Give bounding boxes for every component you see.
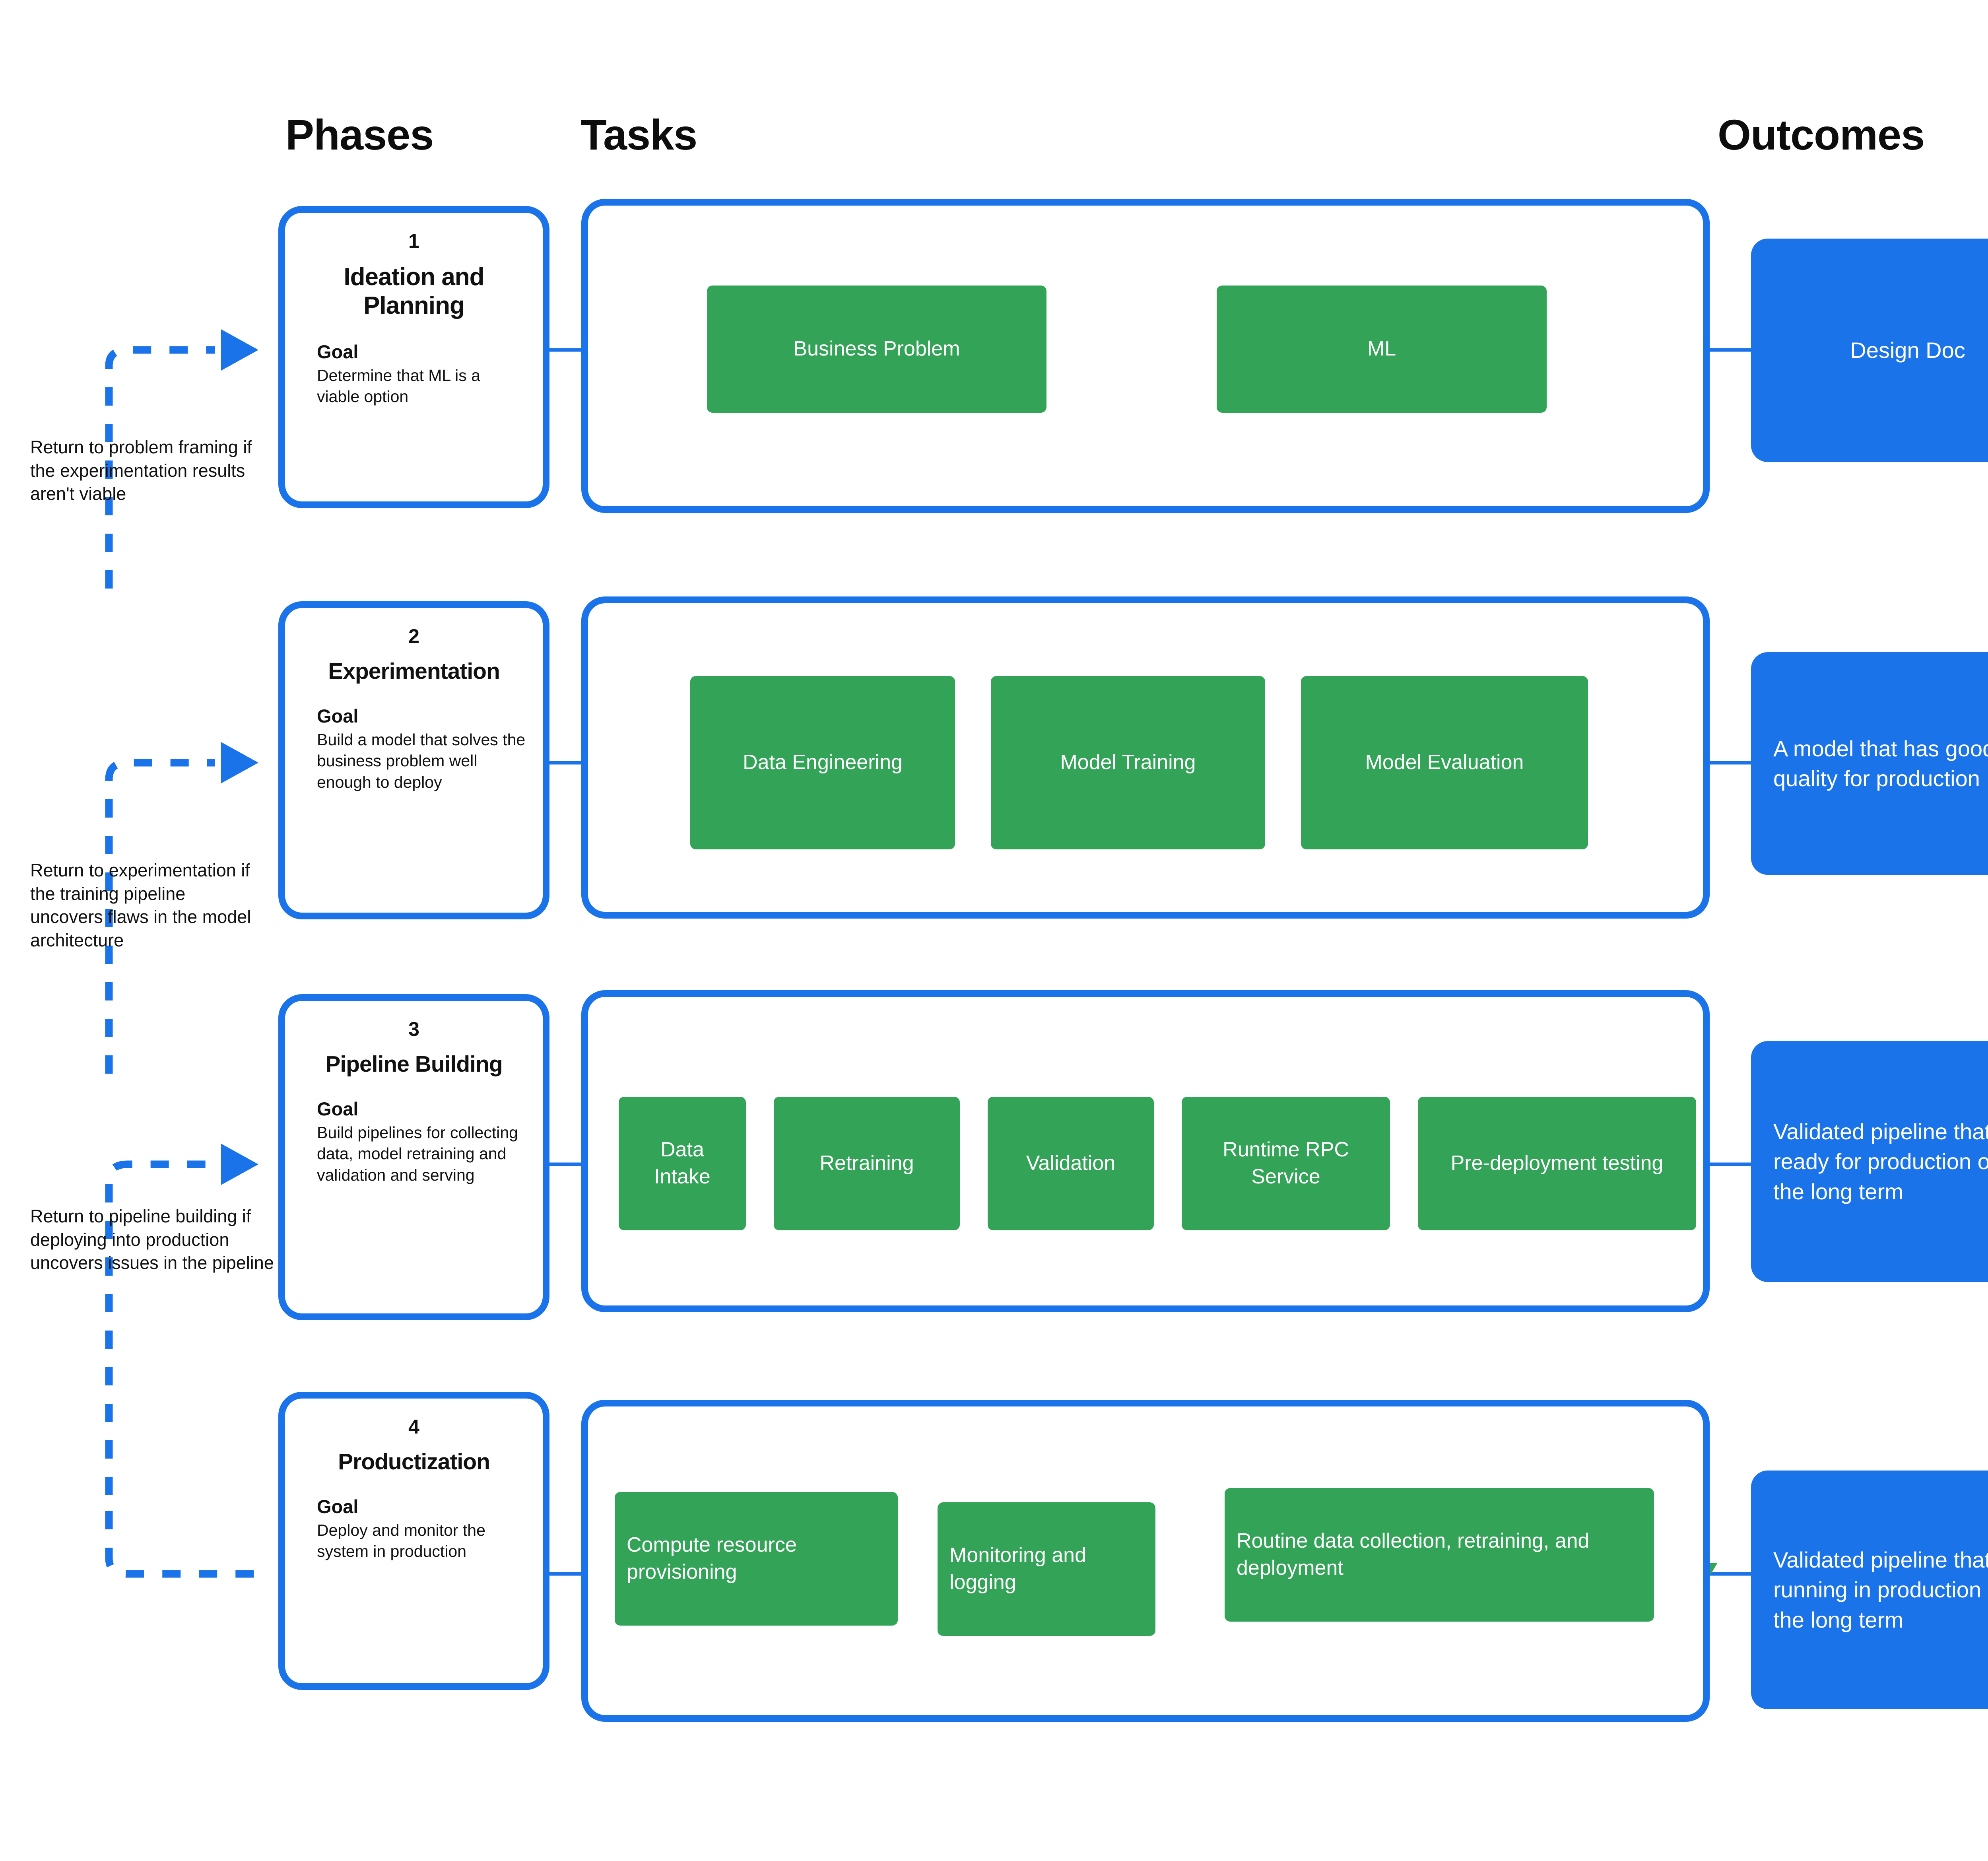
outcome-card-4[interactable]: Validated pipeline that's running in pro…: [1751, 1471, 1988, 1709]
outcome-card-3[interactable]: Validated pipeline that's ready for prod…: [1751, 1041, 1988, 1282]
phase-card-3[interactable]: 3 Pipeline Building Goal Build pipelines…: [278, 994, 549, 1320]
task-chip-model-evaluation[interactable]: Model Evaluation: [1301, 676, 1588, 849]
phase-number-3: 3: [408, 1018, 419, 1040]
phase-card-4[interactable]: 4 Productization Goal Deploy and monitor…: [278, 1392, 549, 1690]
phase-card-1[interactable]: 1 Ideation and Planning Goal Determine t…: [278, 206, 549, 508]
annotation-return-pipeline-building: Return to pipeline building if deploying…: [30, 1206, 274, 1273]
task-chip-compute-resource-provisioning[interactable]: Compute resource provisioning: [615, 1492, 898, 1626]
phase-number-4: 4: [408, 1416, 419, 1438]
task-chip-business-problem[interactable]: Business Problem: [707, 286, 1046, 413]
phase-title-4: Productization: [338, 1449, 490, 1474]
goal-text-3: Build pipelines for collecting data, mod…: [317, 1123, 518, 1184]
phase-card-2[interactable]: 2 Experimentation Goal Build a model tha…: [278, 601, 549, 919]
task-chip-retraining[interactable]: Retraining: [774, 1097, 960, 1230]
task-chip-validation[interactable]: Validation: [988, 1097, 1154, 1230]
phase-title-1-line1: Ideation and: [344, 263, 484, 291]
goal-label-4: Goal: [317, 1496, 359, 1517]
annotation-return-experimentation-pipeline: Return to experimentation if the trainin…: [30, 860, 251, 950]
phase-number-2: 2: [408, 625, 419, 647]
task-chip-model-training[interactable]: Model Training: [991, 676, 1265, 849]
task-chip-pre-deployment-testing[interactable]: Pre-deployment testing: [1418, 1097, 1696, 1230]
task-chip-monitoring-and-logging[interactable]: Monitoring and logging: [938, 1502, 1155, 1636]
column-header-phases: Phases: [285, 111, 434, 159]
task-chip-data-intake[interactable]: Data Intake: [619, 1097, 746, 1230]
return-arrow-1: [221, 329, 258, 371]
phase-title-1-line2: Planning: [363, 291, 465, 319]
column-header-tasks: Tasks: [580, 111, 697, 159]
goal-text-2: Build a model that solves the business p…: [317, 730, 526, 791]
goal-text-1: Determine that ML is a viable option: [317, 366, 480, 406]
annotation-return-problem-framing: Return to problem framing if the experim…: [30, 437, 252, 504]
return-path-4: [105, 1511, 270, 1578]
outcome-card-2[interactable]: A model that has good quality for produc…: [1751, 652, 1988, 875]
outcome-card-1[interactable]: Design Doc: [1751, 239, 1988, 462]
goal-label-1: Goal: [317, 341, 359, 362]
task-chip-routine-data-collection[interactable]: Routine data collection, retraining, and…: [1225, 1488, 1654, 1622]
goal-label-3: Goal: [317, 1098, 359, 1120]
goal-text-4: Deploy and monitor the system in product…: [317, 1521, 485, 1561]
column-header-outcomes: Outcomes: [1718, 111, 1925, 159]
return-arrow-3: [221, 1144, 258, 1185]
task-chip-runtime-rpc-service[interactable]: Runtime RPC Service: [1182, 1097, 1390, 1230]
goal-label-2: Goal: [317, 705, 359, 727]
phase-title-1: Ideation and Planning: [303, 263, 524, 320]
phase-title-3: Pipeline Building: [325, 1051, 503, 1077]
task-chip-data-engineering[interactable]: Data Engineering: [690, 676, 955, 849]
phase-title-2: Experimentation: [328, 659, 500, 684]
return-arrow-2: [221, 742, 258, 783]
phase-number-1: 1: [408, 230, 419, 252]
task-chip-ml[interactable]: ML: [1217, 286, 1547, 413]
